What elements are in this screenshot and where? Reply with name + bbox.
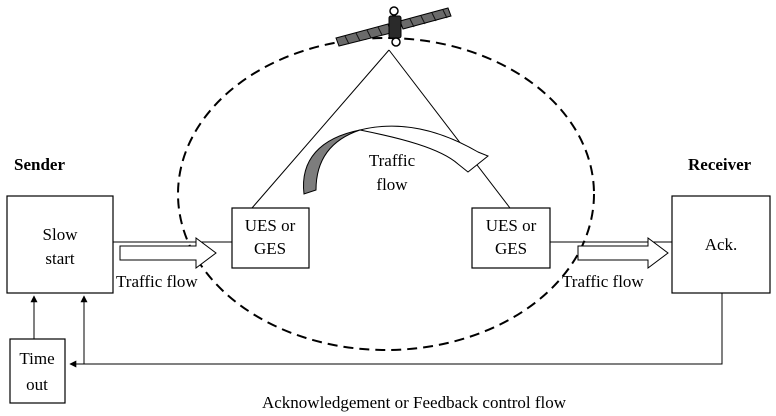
right-terminal-line1: UES or <box>486 216 537 235</box>
left-terminal-box <box>231 207 310 269</box>
sender-title: Sender <box>14 155 65 174</box>
receiver-title: Receiver <box>688 155 752 174</box>
timeout-line1: Time <box>19 349 54 368</box>
satellite-coverage-ellipse <box>177 37 595 351</box>
satellite-traffic-label-line1: Traffic <box>369 151 416 170</box>
left-terminal-line2: GES <box>254 239 286 258</box>
traffic-flow-left-label: Traffic flow <box>116 272 198 291</box>
traffic-arrow-left <box>119 237 217 269</box>
satellite-traffic-label-line2: flow <box>376 175 408 194</box>
sender-box <box>6 195 114 294</box>
satellite-icon <box>335 6 452 47</box>
left-terminal-line1: UES or <box>245 216 296 235</box>
feedback-line <box>69 293 723 368</box>
satellite-traffic-arrow <box>303 129 361 195</box>
traffic-arrow-right <box>577 237 669 269</box>
downlink-line <box>388 49 511 209</box>
uplink-line <box>251 49 390 209</box>
receiver-box-label: Ack. <box>705 235 738 254</box>
sender-box-line2: start <box>45 249 75 268</box>
traffic-flow-right-label: Traffic flow <box>562 272 644 291</box>
right-terminal-line2: GES <box>495 239 527 258</box>
satellite-traffic-arrow-head <box>359 125 489 173</box>
right-terminal-box <box>471 207 551 269</box>
timeout-box <box>9 338 66 404</box>
sender-box-line1: Slow <box>43 225 79 244</box>
timeout-line2: out <box>26 375 48 394</box>
receiver-box <box>671 195 771 294</box>
feedback-caption: Acknowledgement or Feedback control flow <box>262 393 567 412</box>
